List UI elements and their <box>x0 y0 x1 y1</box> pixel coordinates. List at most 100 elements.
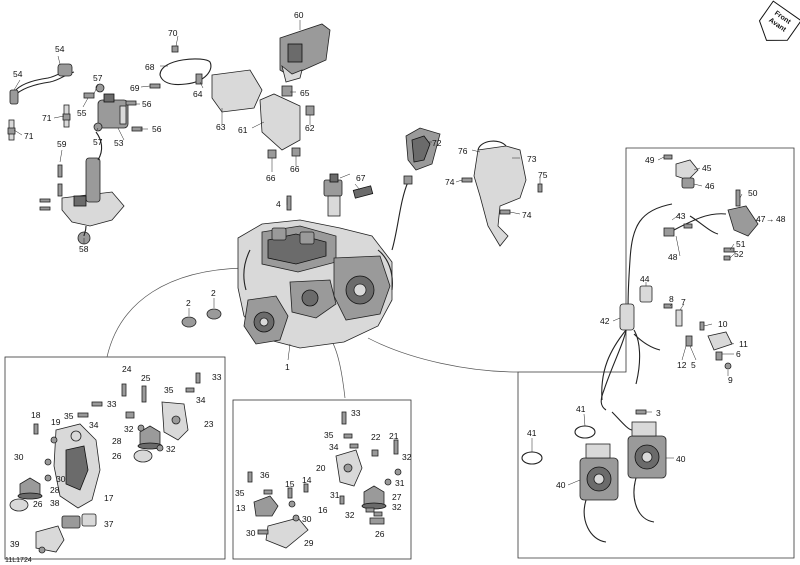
callout-68: 68 <box>145 62 155 72</box>
callout-28: 28 <box>112 436 122 446</box>
callout-51: 51 <box>736 239 746 249</box>
rear-mount-bracket-20 <box>335 449 363 487</box>
clip-48 <box>683 223 693 229</box>
nut-62 <box>305 105 315 116</box>
fuel-rail-parts-44 <box>639 285 653 303</box>
spark-plug-left <box>7 119 16 141</box>
screw-74-lower <box>499 209 511 215</box>
callout-59: 59 <box>57 139 67 149</box>
callout-66: 66 <box>290 164 300 174</box>
coil-washer <box>93 122 103 132</box>
callout-65: 65 <box>300 88 310 98</box>
mounting-bracket-63 <box>195 69 263 113</box>
clip-66-left <box>267 149 277 159</box>
callout-32: 32 <box>124 424 134 434</box>
callout-49: 49 <box>645 155 655 165</box>
callout-38: 38 <box>50 498 60 508</box>
callout-56: 56 <box>142 99 152 109</box>
callout-4: 4 <box>276 199 281 209</box>
bolt-65 <box>281 85 293 97</box>
callout-63: 63 <box>216 122 226 132</box>
callout-67: 67 <box>356 173 366 183</box>
callout-20: 20 <box>316 463 326 473</box>
cap-26-rear <box>369 517 385 525</box>
callout-32: 32 <box>402 452 412 462</box>
callout-33: 33 <box>107 399 117 409</box>
washer-51 <box>723 247 735 253</box>
callout-42: 42 <box>600 316 610 326</box>
sensor-wire <box>391 181 409 251</box>
callout-30: 30 <box>302 514 312 524</box>
callout-37: 37 <box>104 519 114 529</box>
callout-74: 74 <box>522 210 532 220</box>
callout-12: 12 <box>677 360 687 370</box>
callout-21: 21 <box>389 431 399 441</box>
coil-nut <box>95 83 105 93</box>
callout-3: 3 <box>656 408 661 418</box>
screw-74-upper <box>461 177 473 183</box>
callout-74: 74 <box>445 177 455 187</box>
callout-7: 7 <box>681 297 686 307</box>
callout-32: 32 <box>345 510 355 520</box>
leader-lines <box>13 20 759 486</box>
ecm-module <box>279 23 331 83</box>
engine-mount-rear-detail-box <box>232 399 412 560</box>
callout-29: 29 <box>304 538 314 548</box>
callout-19: 19 <box>51 417 61 427</box>
plug-caps-2 <box>181 308 222 328</box>
callout-5: 5 <box>691 360 696 370</box>
callout-13: 13 <box>236 503 246 513</box>
callout-70: 70 <box>168 28 178 38</box>
callout-26: 26 <box>112 451 122 461</box>
throttle-body-assembly <box>323 173 343 217</box>
cap-26-left <box>9 498 29 512</box>
screw-3 <box>635 409 647 415</box>
callout-43: 43 <box>676 211 686 221</box>
callout-6: 6 <box>736 349 741 359</box>
callout-31: 31 <box>330 490 340 500</box>
callout-22: 22 <box>371 432 381 442</box>
callout-34: 34 <box>89 420 99 430</box>
ecm-bracket-61 <box>259 93 301 151</box>
callout-27: 27 <box>392 492 402 502</box>
callout-76: 76 <box>458 146 468 156</box>
callout-33: 33 <box>351 408 361 418</box>
callout-48: 48 <box>776 214 786 224</box>
callout-2: 2 <box>186 298 191 308</box>
callout-28: 28 <box>50 485 60 495</box>
reference-code: 11L1724 <box>5 557 32 564</box>
callout-46: 46 <box>705 181 715 191</box>
callout-40: 40 <box>676 454 686 464</box>
ignition-bracket-assembly <box>61 131 125 245</box>
callout-26: 26 <box>375 529 385 539</box>
bracket-screws <box>39 164 63 211</box>
fuel-injection-detail-box <box>517 147 795 559</box>
cap-26-center <box>133 449 153 463</box>
leader-arc-front-mount <box>106 267 244 358</box>
callout-32: 32 <box>166 444 176 454</box>
callout-18: 18 <box>31 410 41 420</box>
callout-54: 54 <box>55 44 65 54</box>
callout-30: 30 <box>246 528 256 538</box>
callout-55: 55 <box>77 108 87 118</box>
callout-9: 9 <box>728 375 733 385</box>
callout-53: 53 <box>114 138 124 148</box>
support-bracket-73 <box>473 140 527 247</box>
nut-52 <box>723 255 731 261</box>
callout-56: 56 <box>152 124 162 134</box>
rear-mount-fasteners <box>247 411 402 535</box>
callout-34: 34 <box>196 395 206 405</box>
callout-41: 41 <box>527 428 537 438</box>
callout-54: 54 <box>13 69 23 79</box>
throttle-body-40-left <box>579 443 619 543</box>
sensor-connector <box>403 175 413 185</box>
ignition-coil <box>97 93 129 129</box>
callout-71: 71 <box>24 131 34 141</box>
rubber-mount-28-left <box>17 477 43 500</box>
engine-mount-front-detail-box <box>4 356 226 560</box>
callout-41: 41 <box>576 404 586 414</box>
fuel-injection-harness-42 <box>600 203 673 411</box>
throttle-position-sensor-45 <box>663 154 699 181</box>
callout-58: 58 <box>79 244 89 254</box>
callout-57: 57 <box>93 73 103 83</box>
